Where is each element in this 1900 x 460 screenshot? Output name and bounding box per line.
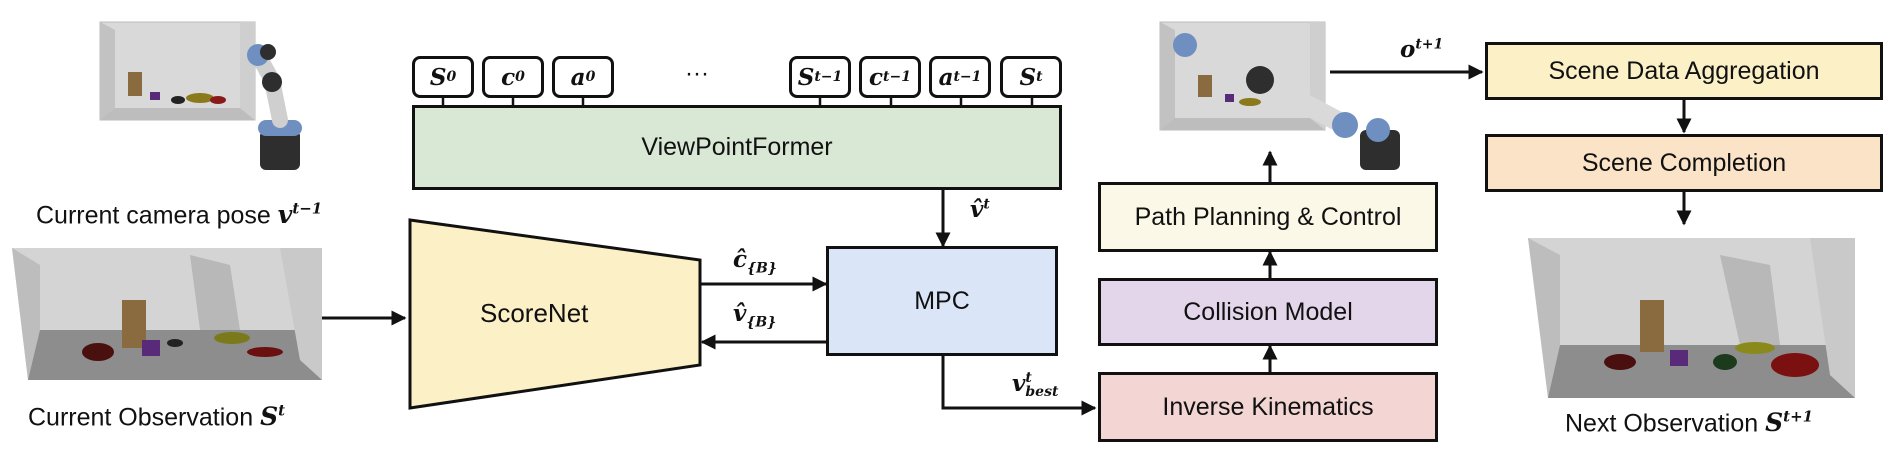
label-v-best-sym: v: [1012, 370, 1026, 397]
next-obs-sup: t+1: [1783, 408, 1814, 426]
token-s-t-sup: t: [1036, 69, 1043, 85]
camera-pose-sup: t−1: [292, 200, 323, 218]
label-c-hat-b-sym: ĉ: [733, 246, 748, 273]
label-v-best-sub: best: [1025, 384, 1059, 400]
token-c-tm1-sym: c: [869, 63, 884, 91]
label-v-hat: v̂t: [970, 196, 990, 223]
caption-camera-pose-symbol: vt−1: [278, 200, 322, 229]
token-s-tm1-sup: t−1: [814, 69, 843, 85]
caption-current-obs-symbol: St: [260, 402, 285, 431]
label-o-next-sym: o: [1400, 36, 1416, 63]
token-c0-sup: 0: [515, 69, 525, 85]
label-v-hat-b-sub: {B}: [746, 314, 777, 331]
caption-next-observation: Next Observation St+1: [1565, 408, 1813, 438]
mpc-block: MPC: [826, 246, 1058, 356]
inverse-kinematics-block: Inverse Kinematics: [1098, 372, 1438, 442]
label-o-next: ot+1: [1400, 36, 1443, 63]
scorenet-label: ScoreNet: [480, 298, 589, 328]
token-ellipsis: ···: [685, 60, 709, 87]
caption-next-obs-text: Next Observation: [1565, 409, 1759, 438]
caption-camera-pose-text: Current camera pose: [36, 201, 271, 230]
token-s0-sup: 0: [446, 69, 457, 85]
viewpointformer-block: ViewPointFormer: [412, 105, 1062, 190]
collision-model-block: Collision Model: [1098, 278, 1438, 346]
robot-scene-top-left: [99, 21, 256, 121]
arrow-mpc-to-ik: [941, 356, 1097, 416]
label-o-next-sup: t+1: [1415, 36, 1444, 53]
current-obs-sup: t: [278, 402, 286, 420]
token-s0-sym: S: [429, 63, 447, 91]
token-a0-sym: a: [570, 63, 586, 91]
label-v-best-sup: t: [1025, 370, 1032, 386]
scene-data-aggregation-block: Scene Data Aggregation: [1485, 42, 1883, 100]
token-a-tm1-sup: t−1: [953, 69, 982, 85]
current-obs-sym: S: [260, 402, 279, 432]
caption-camera-pose: Current camera pose vt−1: [36, 200, 322, 230]
observation-next: [1528, 238, 1855, 398]
label-v-hat-b-sym: v̂: [733, 300, 747, 327]
camera-pose-sym: v: [277, 200, 293, 230]
robot-arm-top-right: [1173, 33, 1400, 170]
label-c-hat-b: ĉ{B}: [733, 246, 777, 277]
scene-completion-block: Scene Completion: [1485, 134, 1883, 192]
label-v-hat-sym: v̂: [970, 196, 984, 223]
label-v-hat-b: v̂{B}: [733, 300, 776, 331]
path-planning-block: Path Planning & Control: [1098, 182, 1438, 252]
token-s-tm1-sym: S: [797, 63, 815, 91]
label-v-hat-sup: t: [983, 196, 990, 213]
caption-current-obs-text: Current Observation: [28, 403, 254, 432]
caption-current-observation: Current Observation St: [28, 402, 285, 432]
scorenet-block: [408, 218, 702, 410]
next-obs-sym: S: [1765, 408, 1784, 438]
robot-arm-top-left: [247, 44, 302, 170]
label-c-hat-b-sub: {B}: [747, 260, 777, 277]
token-c0-sym: c: [501, 63, 516, 91]
token-c-tm1-sup: t−1: [883, 69, 911, 85]
observation-current: [12, 248, 322, 380]
token-a-tm1-sym: a: [938, 63, 954, 91]
token-s-t-sym: S: [1019, 63, 1037, 91]
token-a0-sup: 0: [585, 69, 596, 85]
caption-next-obs-symbol: St+1: [1765, 408, 1813, 437]
